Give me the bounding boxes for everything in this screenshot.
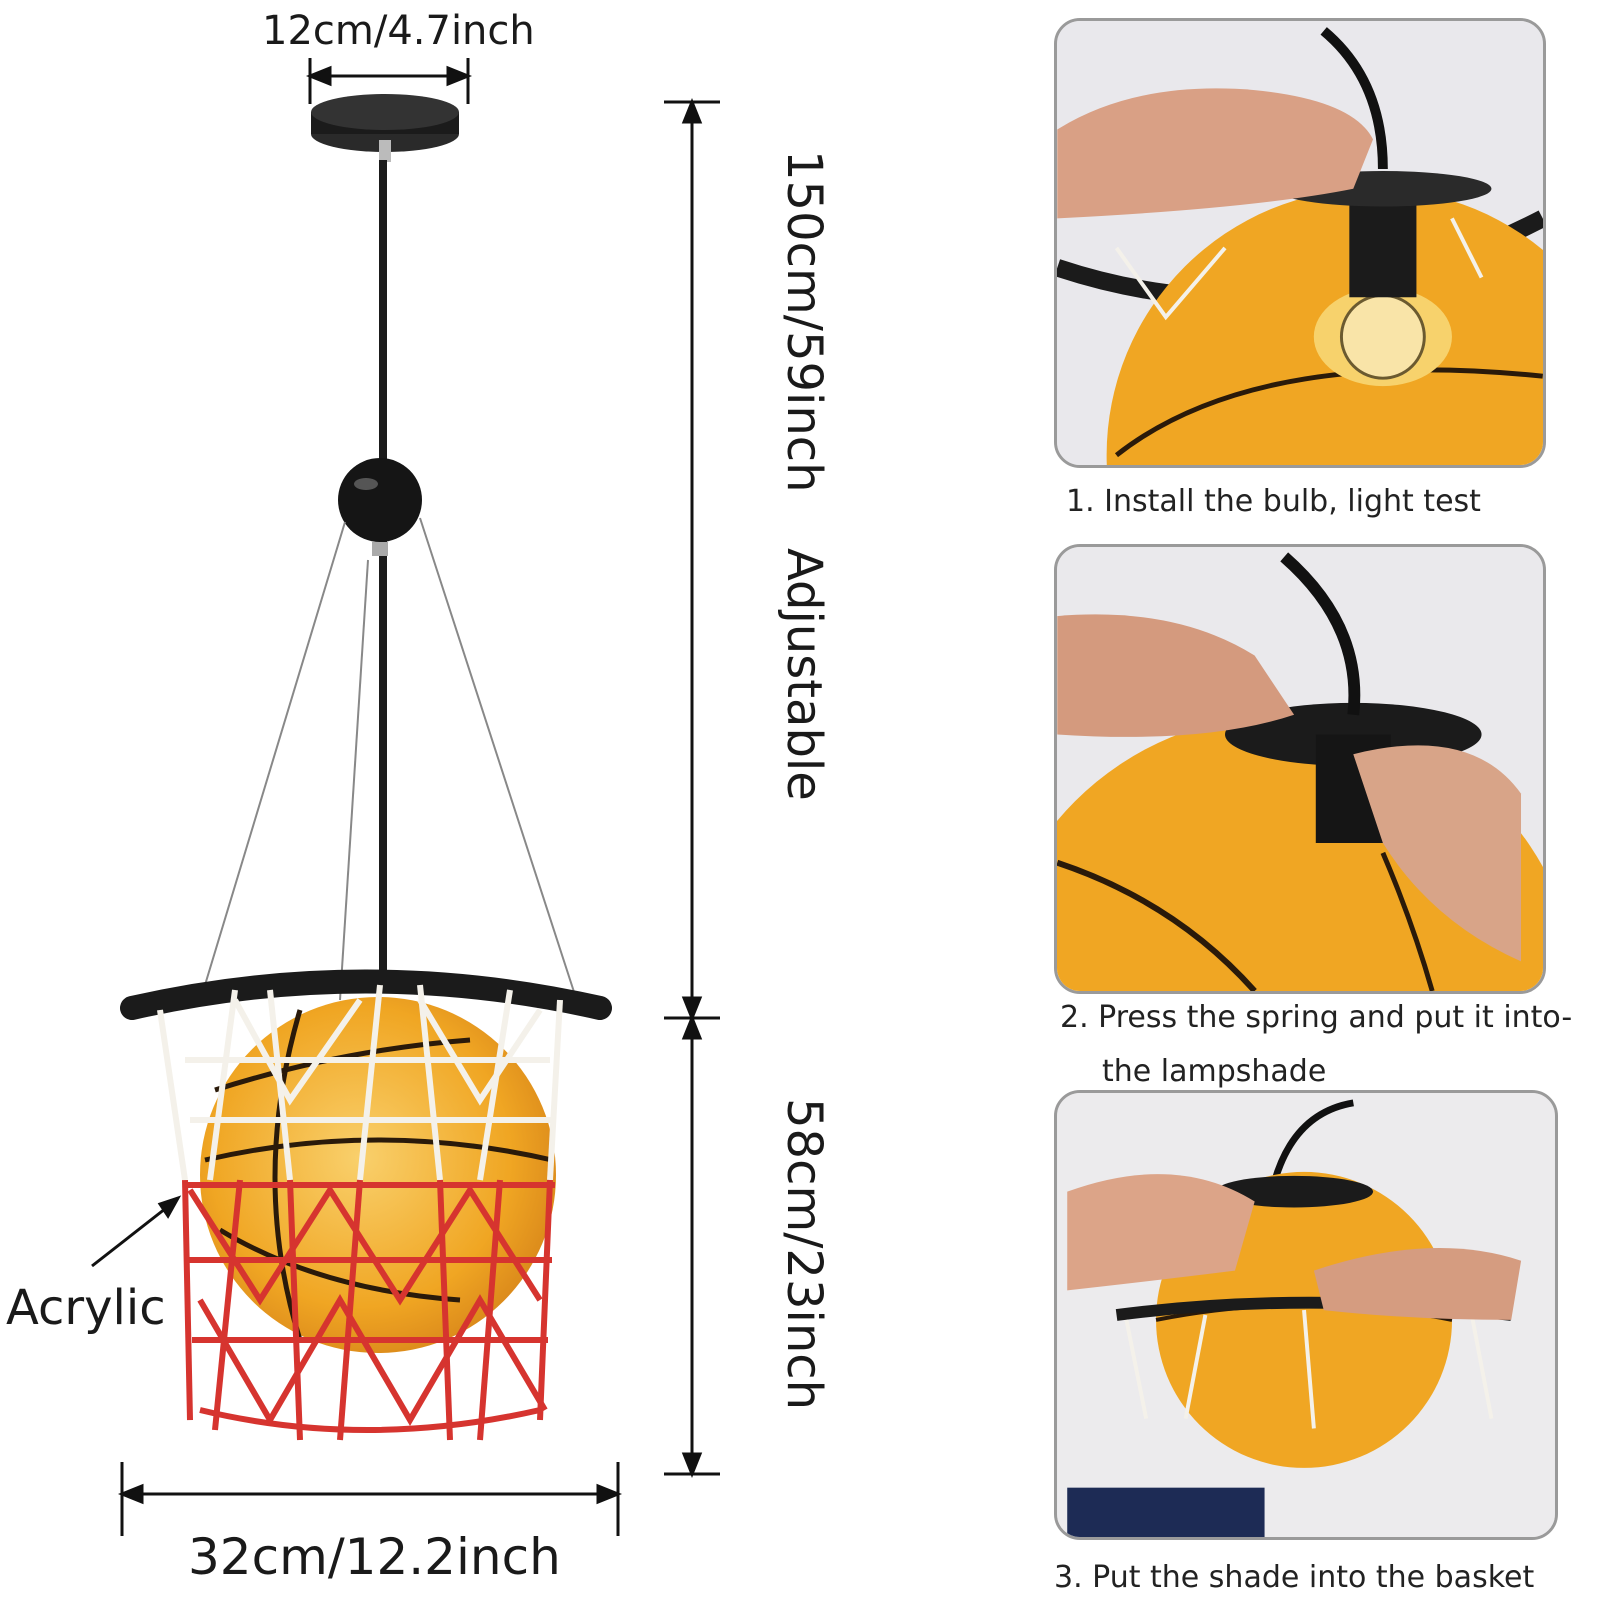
hoop-rim xyxy=(120,969,612,1020)
step1-caption: 1. Install the bulb, light test xyxy=(1066,484,1481,519)
height-dimension xyxy=(664,97,720,1479)
adjuster-ball xyxy=(338,458,422,556)
step3-photo xyxy=(1054,1090,1558,1540)
net-red-lower xyxy=(182,1179,555,1441)
adjustable-label: Adjustable xyxy=(776,548,832,801)
material-label: Acrylic xyxy=(6,1280,166,1336)
basketball-shade xyxy=(200,997,556,1353)
acrylic-pointer-arrow xyxy=(91,1195,182,1268)
suspension-rod xyxy=(379,160,387,990)
step1-illustration xyxy=(1057,21,1543,465)
step2-caption-line1: 2. Press the spring and put it into- xyxy=(1060,1000,1573,1035)
step2-caption-line2: the lampshade xyxy=(1102,1054,1327,1089)
hoop-width-label: 32cm/12.2inch xyxy=(188,1528,561,1586)
step2-photo xyxy=(1054,544,1546,994)
step3-illustration xyxy=(1057,1093,1555,1537)
canopy-width-dimension xyxy=(305,58,473,104)
net-white-upper xyxy=(157,984,563,1181)
step1-photo xyxy=(1054,18,1546,468)
step2-illustration xyxy=(1057,547,1543,991)
step3-caption: 3. Put the shade into the basket xyxy=(1054,1560,1535,1595)
total-height-label: 150cm/59inch xyxy=(776,150,832,493)
hoop-width-dimension xyxy=(117,1462,623,1536)
ceiling-canopy xyxy=(311,94,459,162)
canopy-width-label: 12cm/4.7inch xyxy=(262,8,535,54)
lamp-height-label: 58cm/23inch xyxy=(776,1098,832,1411)
suspension-wires xyxy=(204,517,576,1001)
